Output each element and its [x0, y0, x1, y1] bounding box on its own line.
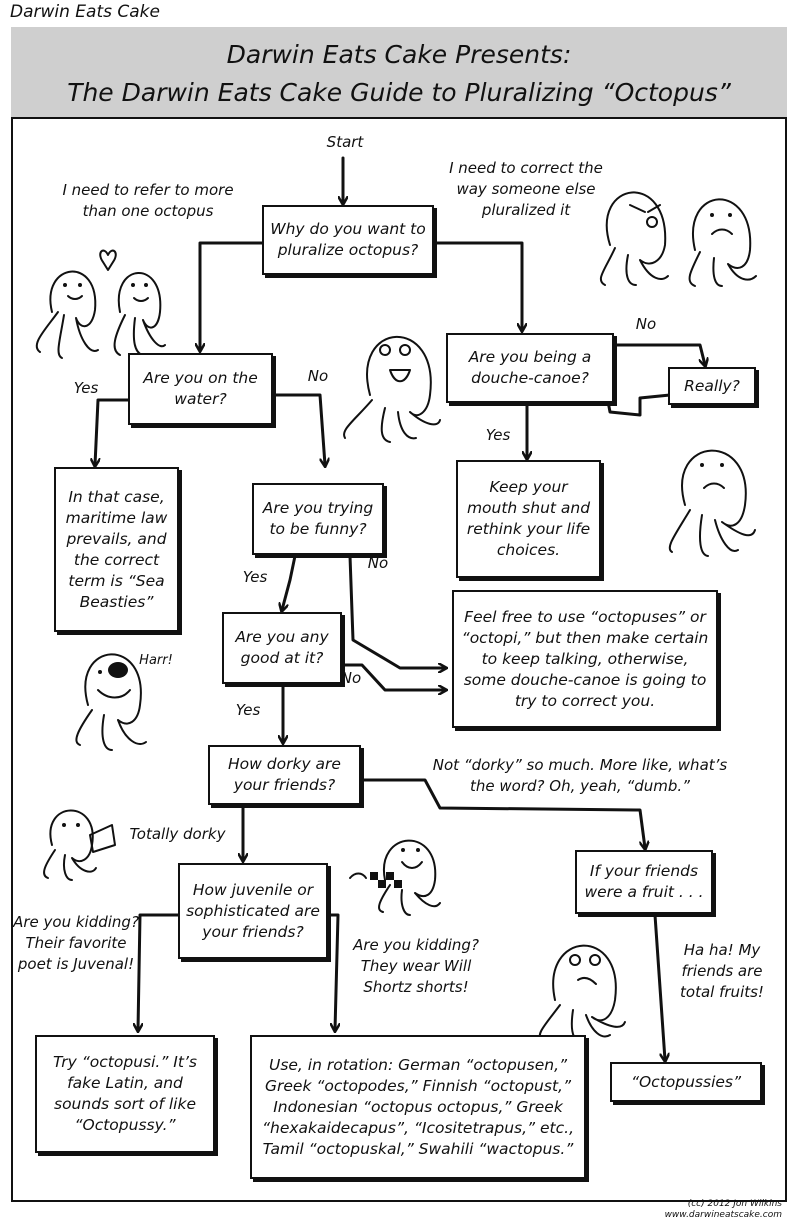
octopusi-box: Try “octopusi.” It’s fake Latin, and sou…	[35, 1035, 215, 1153]
fruit-box: If your friends were a fruit . . .	[575, 850, 713, 914]
any-good-box: Are you any good at it?	[222, 612, 342, 684]
pirate-octopus-illustration	[75, 653, 147, 751]
arrow-douche-to-really	[613, 343, 705, 365]
strip-caption: Darwin Eats Cake	[10, 2, 160, 22]
maritime-law-box: In that case, maritime law prevails, and…	[54, 467, 179, 632]
correct-other-label: I need to correct the way someone else p…	[449, 159, 603, 219]
trying-funny-box: Are you trying to be funny?	[252, 483, 384, 555]
start-label: Start	[326, 133, 364, 151]
funny-yes-label: Yes	[242, 568, 268, 586]
confused-octopus-illustration	[538, 944, 626, 1043]
arrow-good-no	[338, 663, 445, 690]
reading-octopus-illustration	[43, 809, 116, 881]
happy-octopus-illustration	[343, 335, 441, 443]
douche-yes-label: Yes	[485, 426, 511, 444]
totally-dorky-label: Totally dorky	[129, 825, 226, 843]
good-yes-label: Yes	[235, 701, 261, 719]
arrow-funny-yes	[282, 554, 297, 610]
good-no-label: No	[340, 669, 362, 687]
octopussies-box: “Octopussies”	[610, 1062, 762, 1102]
arrow-water-no	[268, 393, 325, 465]
octopus-couple-illustration	[35, 249, 166, 359]
title-line-2: The Darwin Eats Cake Guide to Pluralizin…	[67, 78, 731, 107]
arrow-why-to-water	[200, 241, 264, 350]
douche-canoe-box: Are you being a douche-canoe?	[446, 333, 614, 403]
arrow-why-to-douche	[431, 241, 522, 330]
really-no-label: No	[635, 315, 657, 333]
dumb-label: Not “dorky” so much. More like, what’s t…	[432, 756, 728, 795]
water-no-label: No	[307, 367, 329, 385]
juvenile-sophisticated-box: How juvenile or sophisticated are your f…	[178, 863, 328, 959]
sad-octopus-illustration	[668, 449, 756, 557]
credit-url: www.darwineatscake.com	[664, 1210, 782, 1220]
why-pluralize-box: Why do you want to pluralize octopus?	[262, 205, 434, 275]
arrow-water-yes	[95, 398, 132, 465]
feel-free-box: Feel free to use “octopuses” or “octopi,…	[452, 590, 718, 728]
juvenal-label: Are you kidding? Their favorite poet is …	[13, 913, 139, 973]
credit: (cc) 2012 Jon Wilkins www.darwineatscake…	[665, 1199, 782, 1221]
refer-more-label: I need to refer to more than one octopus	[62, 181, 234, 220]
arrow-juvenile-to-octopusi	[138, 913, 182, 1030]
funny-no-label: No	[367, 554, 389, 572]
credit-copyright: (cc) 2012 Jon Wilkins	[687, 1199, 782, 1209]
fruits-label: Ha ha! My friends are total fruits!	[680, 941, 764, 1001]
arrow-juvenile-to-rotation	[323, 913, 338, 1030]
checkered-shorts-octopus-illustration	[349, 839, 441, 916]
shortz-label: Are you kidding? They wear Will Shortz s…	[353, 936, 479, 996]
really-box: Really?	[668, 367, 756, 405]
title-line-1: Darwin Eats Cake Presents:	[226, 40, 572, 69]
arrow-funny-no	[348, 554, 445, 668]
keep-mouth-shut-box: Keep your mouth shut and rethink your li…	[456, 460, 601, 578]
harr-label: Harr!	[139, 653, 173, 668]
title-bar: Darwin Eats Cake Presents: The Darwin Ea…	[11, 27, 787, 119]
rotation-box: Use, in rotation: German “octopusen,” Gr…	[250, 1035, 586, 1179]
angry-octopus-pair-illustration	[599, 191, 757, 287]
on-the-water-box: Are you on the water?	[128, 353, 273, 425]
arrow-dorky-to-fruit	[358, 778, 645, 848]
arrow-fruit-to-octopussies	[653, 913, 665, 1060]
how-dorky-box: How dorky are your friends?	[208, 745, 361, 805]
water-yes-label: Yes	[73, 379, 99, 397]
